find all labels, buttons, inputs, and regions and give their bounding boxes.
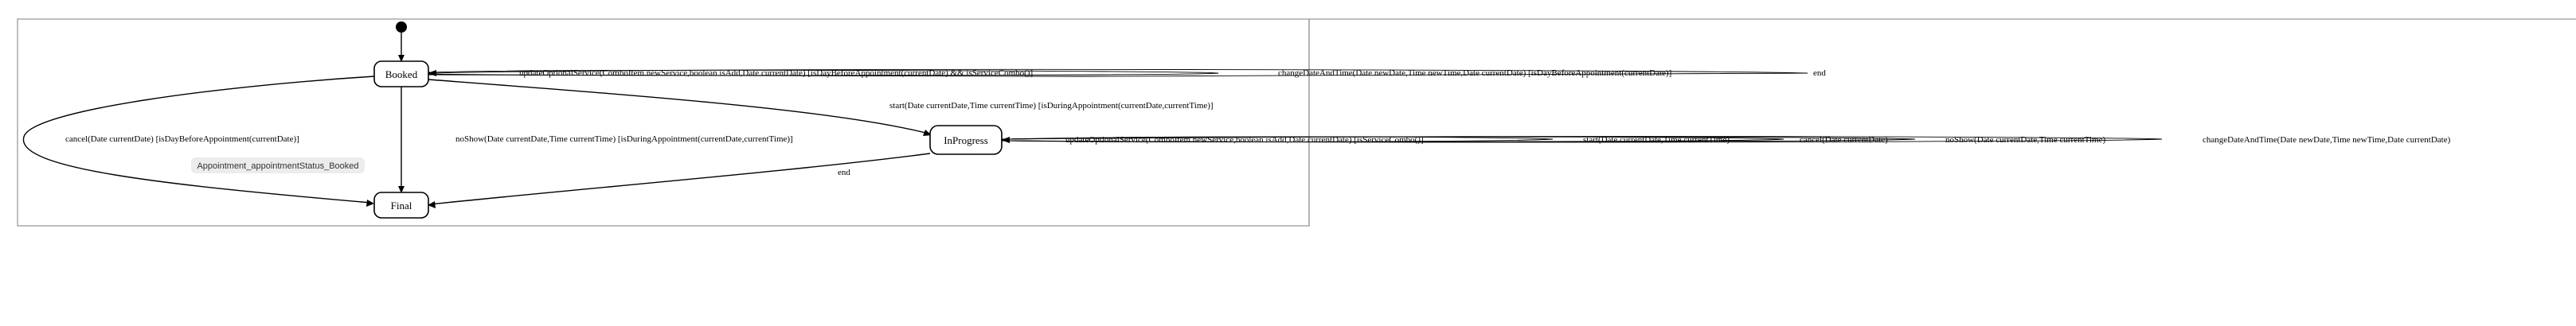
booked-self-loop-arrowhead: [428, 70, 436, 76]
label-inprogress-end: end: [838, 168, 850, 177]
state-inprogress-label: InProgress: [944, 134, 988, 146]
label-inprogress-self-change: changeDateAndTime(Date newDate,Time newT…: [2203, 135, 2451, 145]
right-region-frame: [1308, 18, 2576, 226]
booked-cancel-arrowhead: [366, 200, 374, 207]
booked-cancel-edge: [22, 76, 375, 204]
booked-to-inprogress-edge: [428, 79, 929, 134]
label-booked-cancel: cancel(Date currentDate) [isDayBeforeApp…: [65, 134, 299, 144]
state-booked-label: Booked: [385, 68, 418, 80]
state-final-label: Final: [391, 200, 412, 212]
label-inprogress-self-cancel: cancel(Date currentDate): [1800, 135, 1888, 145]
state-inprogress[interactable]: InProgress: [929, 125, 1003, 155]
label-booked-self-update: updateOptionalService(ComboItem newServi…: [519, 68, 1033, 78]
label-booked-start: start(Date currentDate,Time currentTime)…: [889, 101, 1214, 111]
initial-transition-arrowhead: [398, 55, 405, 62]
label-booked-self-end: end: [1813, 68, 1826, 78]
inprogress-self-loop-arrowhead: [1001, 137, 1010, 143]
booked-noshow-arrowhead: [398, 186, 405, 193]
left-region-frame: [17, 18, 1310, 227]
state-final[interactable]: Final: [373, 192, 429, 219]
label-booked-noshow: noShow(Date currentDate,Time currentTime…: [455, 134, 793, 144]
label-inprogress-self-update: updateOptionalService(ComboItem newServi…: [1065, 135, 1424, 145]
label-inprogress-self-start: start(Date currentDate,Time currentTime): [1583, 135, 1730, 145]
label-booked-self-change: changeDateAndTime(Date newDate,Time newT…: [1278, 68, 1671, 78]
status-note-text: Appointment_appointmentStatus_Booked: [197, 161, 358, 171]
status-note: Appointment_appointmentStatus_Booked: [191, 157, 365, 173]
label-inprogress-self-noshow: noShow(Date currentDate,Time currentTime…: [1945, 135, 2105, 145]
initial-state-dot: [396, 21, 407, 33]
inprogress-to-final-arrowhead: [428, 201, 436, 208]
state-booked[interactable]: Booked: [373, 60, 429, 87]
inprogress-self-loop-noshow: [1001, 136, 2163, 143]
inprogress-to-final-edge: [429, 153, 931, 205]
